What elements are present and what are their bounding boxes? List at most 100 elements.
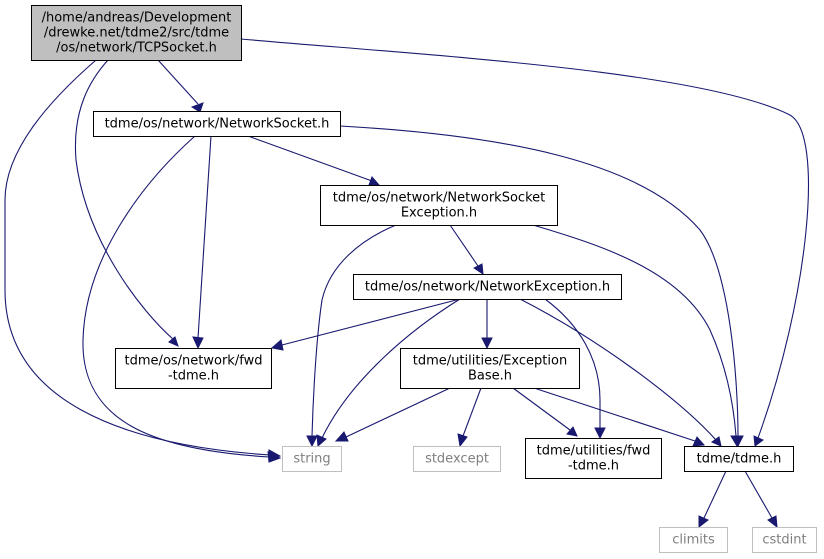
node-label-line: /drewke.net/tdme2/src/tdme — [44, 26, 229, 41]
edge-networksocketexception-to-string — [306, 224, 397, 448]
node-label-line: /os/network/TCPSocket.h — [56, 41, 217, 56]
nodes-layer: /home/andreas/Development/drewke.net/tdm… — [31, 5, 817, 553]
node-box — [752, 527, 817, 553]
arrowhead-icon — [334, 431, 349, 442]
node-label-line: climits — [672, 533, 715, 548]
arrowhead-icon — [168, 336, 179, 347]
edge-line — [744, 470, 773, 519]
edge-line — [247, 135, 373, 182]
edge-networkexception-to-tdme — [519, 298, 722, 447]
arrowhead-icon — [190, 102, 204, 113]
edge-networksocketexception-to-tdme — [532, 224, 742, 448]
node-box — [400, 348, 580, 389]
arrowhead-icon — [692, 436, 706, 447]
arrowhead-icon — [710, 436, 722, 447]
node-climits: climits — [659, 527, 728, 553]
arrowhead-icon — [270, 339, 284, 351]
arrowhead-icon — [698, 515, 709, 529]
edge-line — [512, 387, 571, 431]
node-label-line: Base.h — [468, 369, 512, 384]
edge-exceptionbase-to-stdexcept — [457, 387, 482, 448]
node-label-line: tdme/os/network/fwd — [125, 354, 263, 369]
node-tdme[interactable]: tdme/tdme.h — [684, 446, 794, 472]
arrowhead-icon — [267, 451, 282, 463]
edge-line — [533, 387, 696, 442]
edge-networkexception-to-exceptionbase — [481, 299, 493, 350]
node-label-line: cstdint — [762, 533, 806, 548]
node-string: string — [282, 446, 342, 472]
edge-line — [311, 224, 397, 437]
edge-networkexception-to-fwd-utilities — [544, 298, 606, 440]
edge-networksocketexception-to-networkexception — [449, 224, 484, 276]
node-box — [413, 446, 501, 472]
arrowhead-icon — [368, 176, 381, 186]
arrowhead-icon — [753, 435, 764, 447]
node-label-line: string — [293, 452, 330, 467]
node-label-line: /home/andreas/Development — [42, 11, 232, 26]
edge-networksocket-to-fwd-network — [192, 135, 212, 350]
edge-exceptionbase-to-fwd-utilities — [512, 387, 578, 437]
node-box — [353, 274, 622, 300]
node-box — [115, 348, 272, 389]
edge-networkexception-to-fwd-network — [270, 298, 461, 351]
arrowhead-icon — [457, 433, 468, 448]
arrowhead-icon — [566, 426, 578, 437]
edge-line — [240, 38, 810, 439]
node-label-line: tdme/utilities/Exception — [413, 354, 567, 369]
node-box — [684, 446, 794, 472]
node-label-line: tdme/os/network/NetworkSocket — [333, 191, 545, 206]
node-networkexception[interactable]: tdme/os/network/NetworkException.h — [353, 274, 622, 300]
arrowhead-icon — [730, 435, 742, 448]
node-box — [31, 5, 242, 61]
edge-line — [281, 298, 461, 346]
edge-line — [321, 298, 461, 439]
node-box — [659, 527, 728, 553]
arrowhead-icon — [481, 337, 493, 350]
arrowhead-icon — [192, 336, 204, 350]
node-stdexcept: stdexcept — [413, 446, 501, 472]
edges-layer — [4, 38, 810, 529]
edge-line — [703, 470, 727, 519]
node-fwd-utilities[interactable]: tdme/utilities/fwd-tdme.h — [525, 438, 662, 479]
node-cstdint: cstdint — [752, 527, 817, 553]
edge-line — [462, 387, 482, 437]
edge-networksocket-to-string — [82, 135, 282, 463]
edge-line — [345, 387, 451, 438]
edge-line — [544, 298, 601, 428]
node-label-line: stdexcept — [425, 452, 489, 467]
node-fwd-network[interactable]: tdme/os/network/fwd-tdme.h — [115, 348, 272, 389]
edge-line — [449, 224, 479, 267]
arrowhead-icon — [473, 263, 484, 276]
edge-tcpsocket-to-fwd-network — [74, 59, 179, 347]
edge-line — [519, 298, 717, 441]
node-label-line: tdme/tdme.h — [697, 452, 782, 467]
edge-tdme-to-cstdint — [744, 470, 778, 529]
node-tcpsocket[interactable]: /home/andreas/Development/drewke.net/tdm… — [31, 5, 242, 61]
edge-tdme-to-climits — [698, 470, 727, 529]
edge-exceptionbase-to-tdme — [533, 387, 706, 447]
node-box — [320, 185, 558, 226]
edge-networkexception-to-string — [316, 298, 461, 448]
node-label-line: -tdme.h — [568, 459, 619, 474]
node-box — [525, 438, 662, 479]
edge-line — [532, 224, 737, 437]
node-label-line: Exception.h — [401, 206, 477, 221]
edge-tcpsocket-to-networksocket — [157, 59, 204, 113]
node-label-line: -tdme.h — [168, 369, 219, 384]
node-networksocket[interactable]: tdme/os/network/NetworkSocket.h — [93, 111, 341, 137]
edge-line — [82, 135, 271, 458]
edge-tcpsocket-to-tdme — [240, 38, 810, 447]
edge-line — [74, 59, 175, 341]
edge-line — [197, 135, 212, 339]
arrowhead-icon — [316, 434, 327, 448]
node-label-line: tdme/utilities/fwd — [537, 444, 651, 459]
node-box — [282, 446, 342, 472]
arrowhead-icon — [306, 435, 318, 448]
edge-networksocket-to-networksocketexception — [247, 135, 381, 186]
edge-line — [339, 125, 739, 437]
node-box — [93, 111, 341, 137]
node-label-line: tdme/os/network/NetworkSocket.h — [105, 117, 330, 132]
